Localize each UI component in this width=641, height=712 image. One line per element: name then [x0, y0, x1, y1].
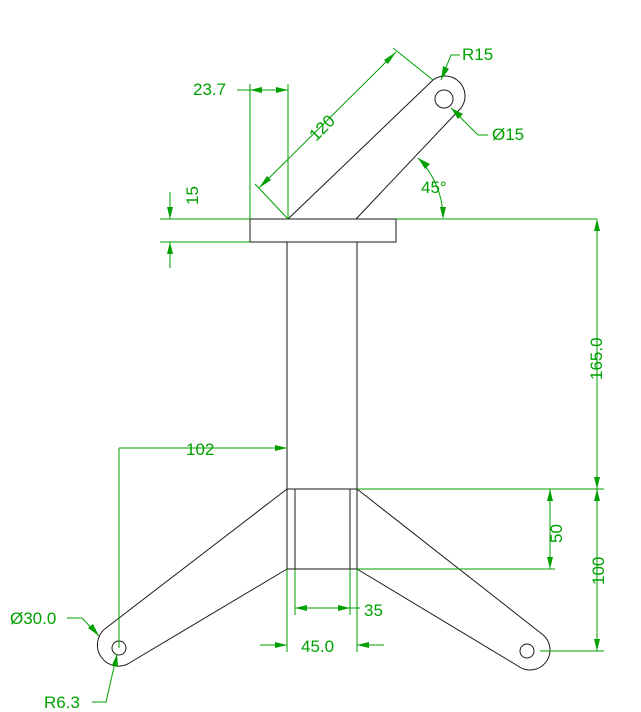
label-102: 102 [186, 440, 214, 459]
left-leg-outline [96, 488, 288, 667]
d35-arrow-left [295, 605, 307, 611]
upper-arm-hole [434, 89, 454, 109]
d23-7-arrow-left [250, 87, 262, 93]
dia15-arrow [451, 108, 463, 119]
d102-arrow-right [275, 445, 287, 451]
d120-ext-top [392, 47, 434, 81]
d45-arrow-left [275, 642, 287, 648]
d50-arrow-top [547, 489, 553, 501]
label-35: 35 [364, 601, 383, 620]
d50-arrow-bottom [547, 557, 553, 569]
dia30-arrow [88, 624, 99, 636]
dimension-labels: R15 Ø15 23.7 120 15 45° 165.0 102 50 100… [10, 45, 608, 712]
r6-3-leader [92, 653, 118, 703]
d120-arrow-top [384, 52, 396, 64]
upper-arm-outline [287, 75, 466, 220]
label-r15: R15 [462, 45, 493, 64]
label-100: 100 [589, 557, 608, 585]
hub-block [286, 488, 358, 570]
label-23-7: 23.7 [193, 80, 226, 99]
d15-arrow-bottom [167, 242, 173, 254]
part-geometry [96, 75, 551, 671]
label-dia15: Ø15 [492, 125, 524, 144]
dimension-lines [67, 47, 604, 703]
label-165: 165.0 [587, 337, 606, 380]
angle-arrow-bottom [440, 207, 446, 219]
d120-arrow-bottom [259, 176, 271, 188]
d165-arrow-bottom [594, 477, 600, 489]
top-plate [249, 218, 397, 243]
d100-arrow-bottom [594, 639, 600, 651]
d23-7-arrow-right [276, 87, 288, 93]
label-120: 120 [305, 111, 338, 144]
d120-ext-bottom [254, 183, 289, 220]
label-15: 15 [183, 186, 202, 205]
label-dia30: Ø30.0 [10, 609, 56, 628]
label-45-deg: 45° [421, 178, 447, 197]
d35-arrow-right [338, 605, 350, 611]
r6-3-arrow [112, 654, 118, 667]
label-r6-3: R6.3 [44, 693, 80, 712]
d165-arrow-top [594, 219, 600, 231]
d120-line [258, 51, 397, 189]
label-45: 45.0 [301, 637, 334, 656]
d15-arrow-top [167, 207, 173, 219]
right-leg-hole [519, 643, 535, 659]
right-leg-outline [356, 488, 551, 671]
label-50: 50 [547, 524, 566, 543]
r15-arrow [441, 66, 449, 80]
d45-arrow-right [357, 642, 369, 648]
angle-arrow-top [418, 158, 430, 169]
d100-arrow-top [594, 489, 600, 501]
